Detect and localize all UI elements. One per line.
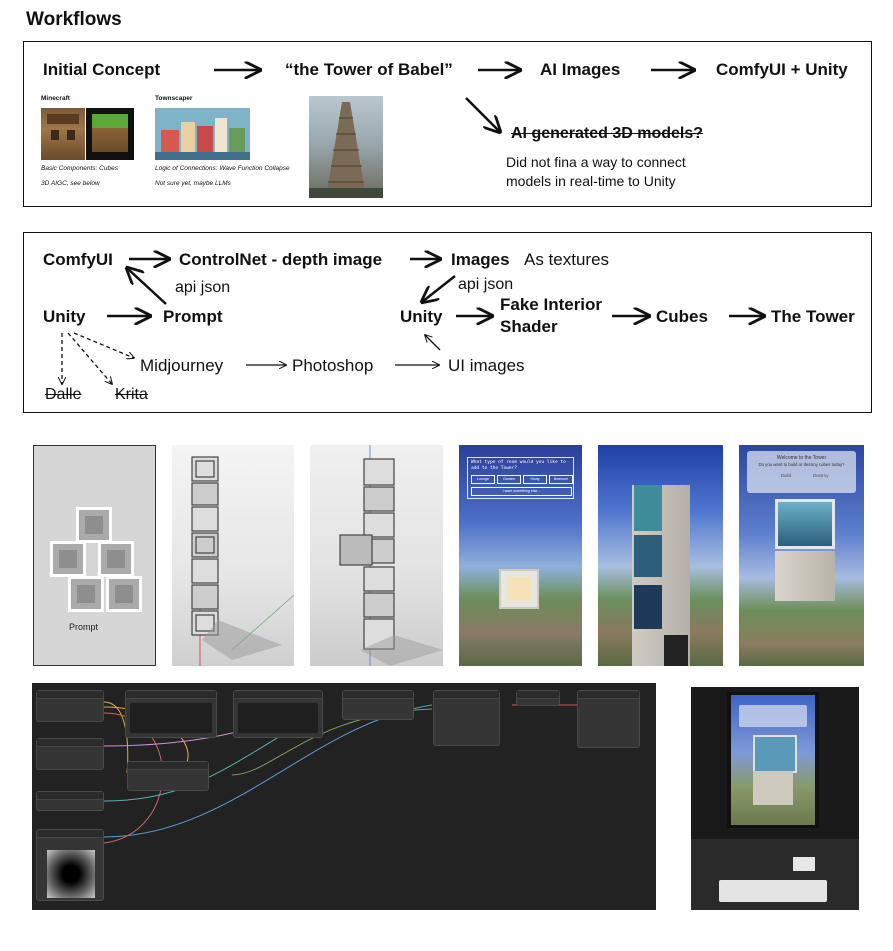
cube-tile xyxy=(76,507,112,543)
node-clip-text-encode-negative[interactable] xyxy=(233,690,323,738)
minecraft-title: Minecraft xyxy=(41,95,70,102)
build-button[interactable]: Build xyxy=(781,473,792,478)
comfyui-node-graph-panel xyxy=(32,683,656,910)
arrow-images-to-unity xyxy=(422,275,456,302)
custom-room-input[interactable]: I want something else... xyxy=(471,487,572,496)
minecraft-house-image xyxy=(41,108,85,160)
krita-label: Krita xyxy=(115,386,148,403)
prompt-ui-mockup-panel: Prompt xyxy=(33,445,156,666)
tower-window xyxy=(664,635,688,666)
townscaper-image xyxy=(155,108,250,160)
ai-3d-models-label: AI generated 3D models? xyxy=(511,125,704,142)
tower-of-babel-painting xyxy=(309,96,383,198)
tower-of-babel-label: “the Tower of Babel” xyxy=(285,60,453,79)
node-load-image[interactable] xyxy=(36,829,104,901)
question-dialog: What type of room would you like to add … xyxy=(467,457,574,499)
minecraft-caption-2: 3D AIGC, see below xyxy=(41,180,100,187)
concrete-cube xyxy=(775,551,835,601)
comfyui-label: ComfyUI xyxy=(43,250,113,269)
prompt-mockup-label: Prompt xyxy=(69,622,99,632)
arrow-babel-to-3d-models xyxy=(465,97,500,132)
api-json-right-label: api json xyxy=(458,276,514,293)
option-lounge-button[interactable]: Lounge xyxy=(471,475,495,484)
cubes-label: Cubes xyxy=(656,307,708,326)
tower-window xyxy=(634,585,662,629)
page-title: Workflows xyxy=(26,9,122,30)
fake-interior-line-1: Fake Interior xyxy=(500,295,603,314)
depth-image-preview xyxy=(47,850,95,898)
question-text: What type of room would you like to add … xyxy=(471,460,566,471)
node-save-image[interactable] xyxy=(577,690,640,748)
option-garden-button[interactable]: Garden xyxy=(497,475,521,484)
welcome-ui-panel: Welcome to the Tower Do you want to buil… xyxy=(739,445,864,666)
keyboard xyxy=(719,880,827,902)
tower-3d-model-protrude-panel xyxy=(310,445,443,666)
dashed-arrow-to-krita xyxy=(67,332,112,384)
node-clip-text-encode-positive[interactable] xyxy=(125,690,217,738)
controlnet-label: ControlNet - depth image xyxy=(179,250,383,269)
node-vae-decode[interactable] xyxy=(516,690,560,706)
comfyui-unity-label: ComfyUI + Unity xyxy=(716,60,848,79)
as-textures-label: As textures xyxy=(524,250,610,269)
midjourney-label: Midjourney xyxy=(140,356,224,375)
initial-concept-label: Initial Concept xyxy=(43,60,161,79)
note-line-1: Did not fina a way to connect xyxy=(506,154,686,170)
paper-note xyxy=(793,857,815,871)
dalle-label: Dalle xyxy=(45,386,82,403)
ui-images-label: UI images xyxy=(448,356,525,375)
welcome-dialog: Welcome to the Tower Do you want to buil… xyxy=(747,451,856,493)
cube-tile xyxy=(68,576,104,612)
welcome-question: Do you want to build or destroy cubes to… xyxy=(758,462,845,467)
node-apply-controlnet[interactable] xyxy=(342,690,414,720)
arrow-ui-images-to-unity xyxy=(425,335,441,351)
images-label: Images xyxy=(451,250,510,269)
option-bedroom-button[interactable]: Bedroom xyxy=(549,475,573,484)
installation-photo-panel xyxy=(691,687,859,910)
node-load-controlnet-model[interactable] xyxy=(36,791,104,811)
prompt-label: Prompt xyxy=(163,307,223,326)
fake-interior-line-2: Shader xyxy=(500,317,558,336)
arrow-prompt-to-comfyui xyxy=(127,268,167,305)
destroy-button[interactable]: Destroy xyxy=(813,473,829,478)
room-choice-ui-panel: What type of room would you like to add … xyxy=(459,445,582,666)
tower-window xyxy=(634,535,662,577)
ai-images-label: AI Images xyxy=(540,60,621,79)
townscaper-caption-2: Not sure yet, maybe LLMs xyxy=(155,180,231,187)
tower-3d-model-panel xyxy=(172,445,294,666)
minecraft-caption-1: Basic Components: Cubes xyxy=(41,165,118,172)
api-json-left-label: api json xyxy=(175,279,231,296)
tower-window xyxy=(634,485,662,531)
unity-right-label: Unity xyxy=(400,307,443,326)
townscaper-caption-1: Logic of Connections: Wave Function Coll… xyxy=(155,165,290,172)
room-cube xyxy=(499,569,539,609)
the-tower-label: The Tower xyxy=(771,307,855,326)
cube-tile xyxy=(98,541,134,577)
welcome-title: Welcome to the Tower xyxy=(776,455,827,461)
node-ksampler[interactable] xyxy=(433,690,500,746)
node-load-lora[interactable] xyxy=(127,761,209,791)
minecraft-grass-block-image xyxy=(86,108,134,160)
glass-cube xyxy=(775,499,835,549)
cube-tile xyxy=(106,576,142,612)
unity-left-label: Unity xyxy=(43,307,86,326)
concrete-tower-render-panel xyxy=(598,445,723,666)
option-study-button[interactable]: Study xyxy=(523,475,547,484)
photoshop-label: Photoshop xyxy=(292,356,374,375)
cube-tile xyxy=(50,541,86,577)
note-line-2: models in real-time to Unity xyxy=(506,173,676,189)
node-empty-latent-image[interactable] xyxy=(36,738,104,770)
node-load-checkpoint[interactable] xyxy=(36,690,104,722)
townscaper-title: Townscaper xyxy=(155,95,193,102)
dashed-arrow-to-midjourney xyxy=(73,332,134,358)
monitor-screen xyxy=(731,695,815,825)
